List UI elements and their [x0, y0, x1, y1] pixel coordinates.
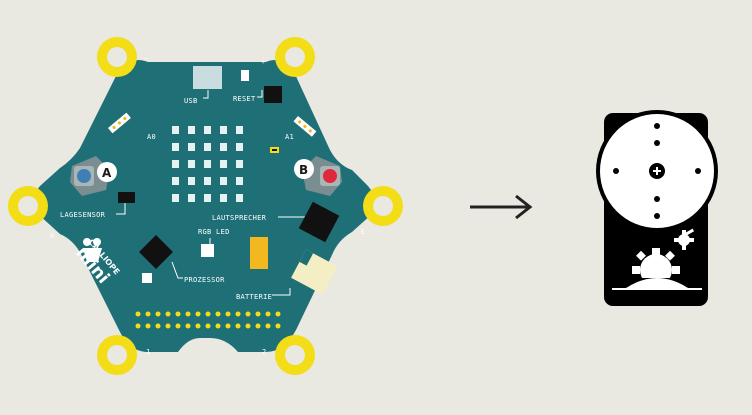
reset-button[interactable]	[264, 86, 282, 103]
pad-2-label: 2	[262, 348, 266, 356]
battery-connector	[291, 249, 338, 295]
reset-switch-cap	[241, 70, 249, 81]
usb-label: USB	[184, 97, 198, 105]
led-matrix	[172, 126, 243, 202]
processor-chip	[139, 235, 173, 269]
lautsprecher-label: LAUTSPRECHER	[212, 214, 267, 222]
arrow-right-icon	[470, 194, 533, 220]
calliope-mini-board: – + 0 3 1 2 USB RESET A0 A1	[8, 37, 403, 375]
a1-led-strip	[293, 116, 317, 137]
pad-plus-label: +	[261, 58, 265, 66]
lagesensor-label: LAGESENSOR	[60, 211, 106, 219]
pad-3[interactable]	[363, 186, 403, 226]
pad-plus[interactable]	[275, 37, 315, 77]
pad-0[interactable]	[8, 186, 48, 226]
reset-leader-line	[257, 90, 263, 98]
pad-1-label: 1	[146, 348, 150, 356]
batterie-label: BATTERIE	[236, 293, 272, 301]
board-body	[33, 59, 376, 352]
pad-1[interactable]	[97, 335, 137, 375]
a1-label: A1	[285, 133, 294, 141]
button-b[interactable]: B	[294, 156, 342, 196]
reset-label: RESET	[233, 95, 256, 103]
servo-flange-line	[612, 288, 702, 290]
lagesensor-leader-line	[116, 203, 126, 215]
speaker	[298, 201, 340, 243]
pin-header	[135, 311, 281, 329]
small-component-center	[272, 149, 277, 151]
prozessor-leader-line	[171, 261, 183, 279]
servo-center-screw-icon	[649, 163, 665, 179]
small-gear-arm	[680, 228, 695, 239]
a0-led-strip	[108, 112, 131, 134]
button-a-label: A	[102, 166, 112, 180]
usb-port[interactable]	[193, 66, 222, 89]
button-a[interactable]: A	[70, 156, 117, 196]
calliope-logo-mark	[83, 238, 102, 262]
pad-3-label: 3	[360, 228, 364, 236]
servo-horn-holes	[613, 123, 701, 219]
usb-leader-line	[203, 90, 209, 99]
pad-minus-label: –	[144, 54, 149, 62]
rgb-led-component	[201, 244, 214, 257]
rgb-led-label: RGB LED	[198, 228, 230, 236]
a0-label: A0	[147, 133, 156, 141]
rgb-led-yellow-block	[250, 237, 268, 269]
servo-half-disc	[626, 278, 688, 288]
position-sensor-chip	[118, 192, 135, 203]
pad-0-label: 0	[50, 232, 54, 240]
servo-motor	[596, 110, 718, 306]
pad-minus[interactable]	[97, 37, 137, 77]
prozessor-label: PROZESSOR	[184, 276, 225, 284]
pad-2[interactable]	[275, 335, 315, 375]
button-b-label: B	[299, 163, 308, 177]
small-gear-icon	[674, 230, 694, 250]
processor-aux-component	[142, 273, 152, 283]
batterie-leader-line	[272, 288, 291, 296]
